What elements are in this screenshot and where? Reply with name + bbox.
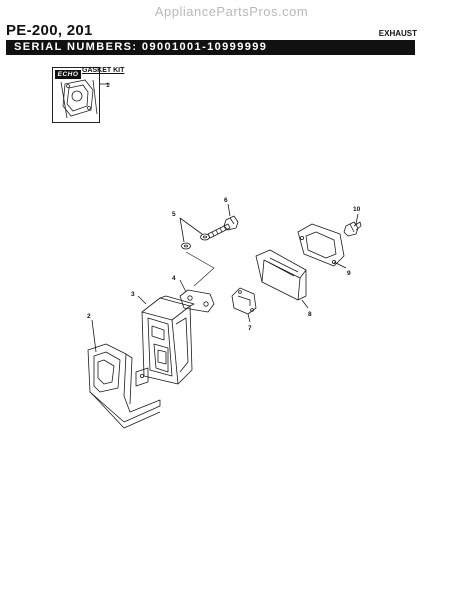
part-10-screw[interactable] bbox=[343, 221, 362, 237]
callout-2: 2 bbox=[87, 313, 91, 320]
callout-5: 5 bbox=[172, 211, 176, 218]
callout-8: 8 bbox=[308, 311, 312, 318]
leader-6 bbox=[227, 203, 231, 217]
callout-7: 7 bbox=[248, 325, 252, 332]
section-title: EXHAUST bbox=[378, 29, 417, 38]
callout-6: 6 bbox=[224, 197, 228, 204]
callout-10: 10 bbox=[353, 206, 361, 213]
part-7-plate[interactable] bbox=[231, 287, 257, 315]
leader-5 bbox=[179, 217, 203, 243]
gasket-kit-label: GASKET KIT bbox=[82, 67, 125, 74]
gasket-kit-thumbnail[interactable]: ECHO bbox=[52, 67, 100, 123]
leader-9 bbox=[333, 261, 347, 269]
part-3-muffler[interactable] bbox=[141, 295, 195, 385]
part-9-gasket-plate[interactable] bbox=[297, 223, 345, 267]
leader-4 bbox=[179, 279, 187, 293]
leader-3 bbox=[137, 295, 147, 305]
leader-8 bbox=[301, 299, 309, 309]
assembly-line bbox=[185, 251, 215, 287]
callout-4: 4 bbox=[172, 275, 176, 282]
part-4-gasket[interactable] bbox=[179, 289, 215, 313]
gasket-kit-drawing bbox=[60, 79, 98, 119]
serial-numbers-bar: SERIAL NUMBERS: 09001001-10999999 bbox=[6, 40, 415, 55]
leader-7 bbox=[247, 313, 251, 323]
callout-1: 1 bbox=[106, 82, 110, 89]
leader-2 bbox=[91, 319, 97, 353]
brand-logo: ECHO bbox=[55, 70, 81, 79]
model-title: PE-200, 201 bbox=[6, 22, 93, 39]
serial-numbers-text: SERIAL NUMBERS: 09001001-10999999 bbox=[14, 41, 268, 53]
leader-10 bbox=[355, 213, 359, 225]
part-8-cover[interactable] bbox=[255, 249, 307, 301]
callout-3: 3 bbox=[131, 291, 135, 298]
part-5-washers[interactable] bbox=[181, 233, 210, 250]
watermark: AppliancePartsPros.com bbox=[154, 4, 309, 19]
callout-9: 9 bbox=[347, 270, 351, 277]
part-2-heat-shield[interactable] bbox=[87, 343, 161, 429]
part-6-bolt[interactable] bbox=[207, 215, 239, 239]
